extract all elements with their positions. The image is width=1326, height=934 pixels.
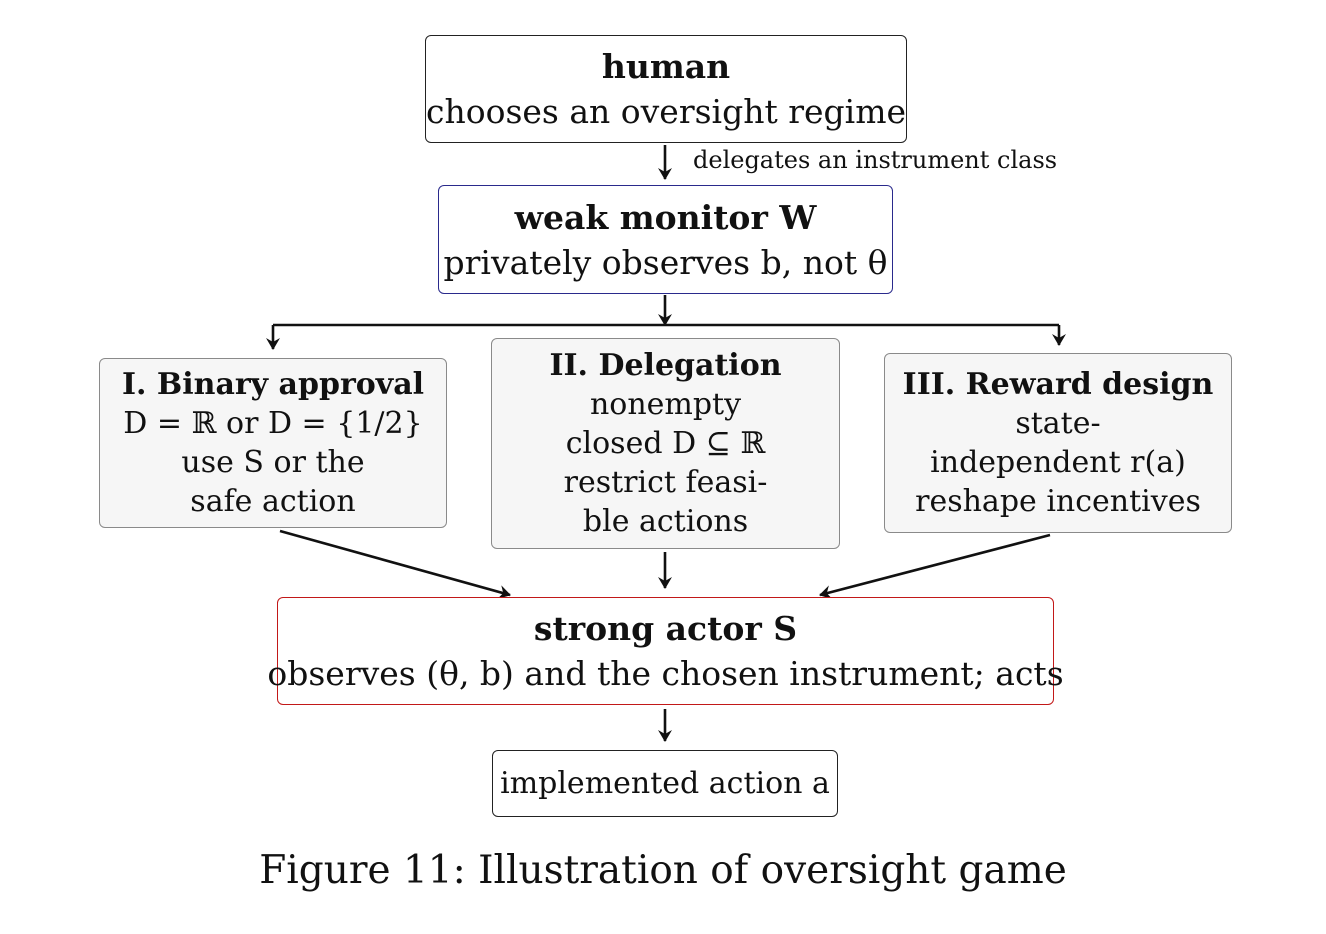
delegation-line-2: closed D ⊆ ℝ — [565, 426, 766, 461]
strong-actor-node: strong actor S observes (θ, b) and the c… — [267, 597, 1064, 705]
human-title: human — [601, 47, 731, 86]
weak-monitor-node: weak monitor W privately observes b, not… — [438, 185, 893, 294]
strong-actor-title: strong actor S — [533, 609, 798, 648]
reward-design-line-1: state- — [1015, 406, 1101, 441]
weak-monitor-title: weak monitor W — [514, 197, 817, 237]
delegation-line-4: ble actions — [582, 504, 749, 539]
delegation-title: II. Delegation — [549, 348, 782, 383]
human-text: chooses an oversight regime — [426, 92, 907, 131]
delegation-node: II. Delegation nonempty closed D ⊆ ℝ res… — [491, 338, 840, 549]
binary-approval-title: I. Binary approval — [121, 367, 425, 402]
reward-design-title: III. Reward design — [902, 367, 1214, 402]
weak-monitor-text: privately observes b, not θ — [443, 242, 888, 282]
human-node: human chooses an oversight regime — [425, 35, 907, 143]
implemented-action-text: implemented action a — [500, 766, 830, 801]
binary-approval-node: I. Binary approval D = ℝ or D = {1/2} us… — [99, 358, 447, 528]
delegates-edge-label: delegates an instrument class — [693, 146, 1058, 174]
delegation-line-3: restrict feasi- — [563, 465, 768, 500]
strong-actor-text: observes (θ, b) and the chosen instrumen… — [267, 654, 1064, 693]
figure-caption: Figure 11: Illustration of oversight gam… — [259, 848, 1067, 893]
arrow-binary-to-actor — [279, 529, 511, 599]
reward-design-line-2: independent r(a) — [930, 445, 1186, 480]
delegation-line-1: nonempty — [589, 387, 742, 422]
binary-approval-line-1: D = ℝ or D = {1/2} — [123, 406, 423, 441]
binary-approval-line-2: use S or the — [181, 445, 365, 480]
binary-approval-line-3: safe action — [190, 484, 356, 519]
reward-design-node: III. Reward design state- independent r(… — [884, 353, 1232, 533]
implemented-action-node: implemented action a — [492, 750, 838, 817]
reward-design-line-3: reshape incentives — [915, 484, 1201, 519]
arrow-reward-to-actor — [819, 533, 1051, 599]
